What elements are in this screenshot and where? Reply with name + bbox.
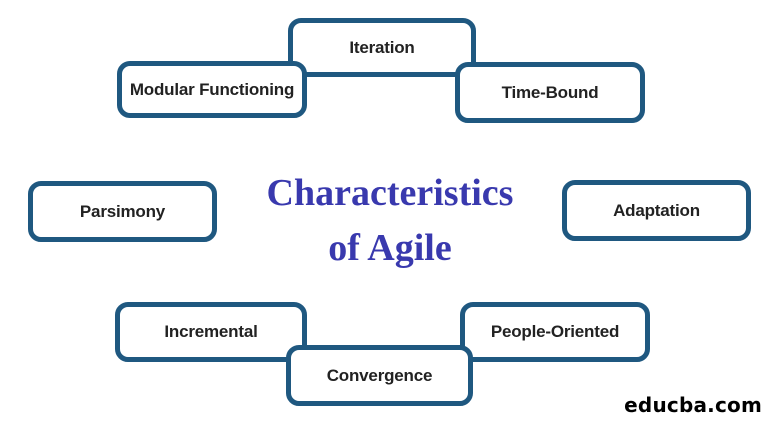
diagram-title-line2: of Agile	[328, 227, 452, 269]
box-people-oriented-label: People-Oriented	[490, 322, 620, 341]
box-adaptation: Adaptation	[562, 180, 751, 241]
box-iteration-label: Iteration	[349, 37, 415, 57]
box-parsimony-label: Parsimony	[79, 201, 166, 221]
box-parsimony: Parsimony	[28, 181, 217, 242]
box-incremental-label: Incremental	[164, 322, 258, 341]
box-time-bound-label: Time-Bound	[501, 82, 599, 102]
box-adaptation-label: Adaptation	[613, 200, 700, 220]
box-convergence: Convergence	[286, 345, 473, 406]
diagram-title: Characteristics of Agile	[225, 166, 555, 276]
box-convergence-label: Convergence	[326, 365, 433, 385]
box-people-oriented: People-Oriented	[460, 302, 650, 362]
box-modular-functioning: Modular Functioning	[117, 61, 307, 118]
box-incremental: Incremental	[115, 302, 307, 362]
box-modular-functioning-label: Modular Functioning	[129, 79, 295, 99]
box-time-bound: Time-Bound	[455, 62, 645, 123]
box-iteration: Iteration	[288, 18, 476, 77]
watermark-educba: educba.com	[624, 393, 762, 417]
diagram-title-line1: Characteristics	[266, 172, 514, 214]
